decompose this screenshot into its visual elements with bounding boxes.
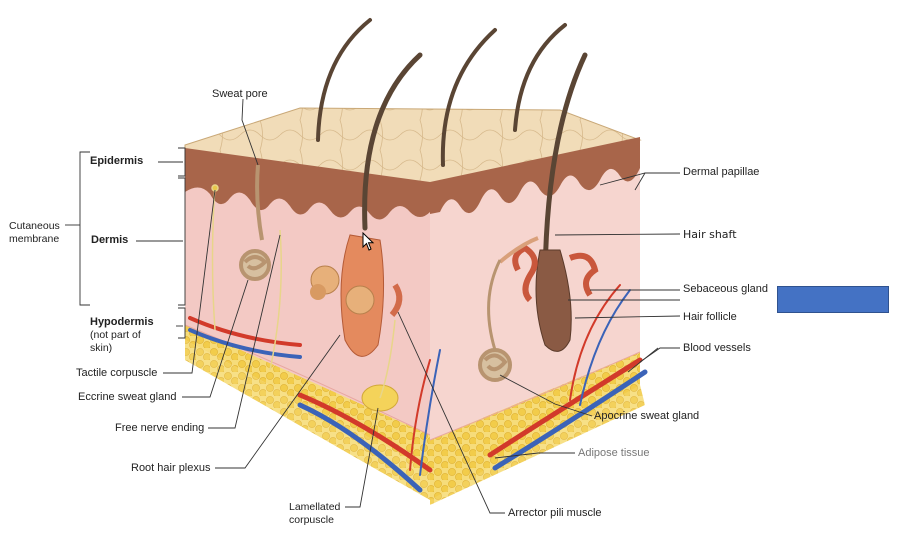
sweat-glands <box>239 164 512 382</box>
label-eccrine-sweat-gland: Eccrine sweat gland <box>78 391 177 403</box>
label-hypodermis: Hypodermis <box>90 316 154 328</box>
label-lamellated: Lamellated <box>289 501 341 513</box>
leader-lines <box>65 98 681 514</box>
label-apocrine-sweat-gland: Apocrine sweat gland <box>594 410 700 422</box>
label-adipose-tissue: Adipose tissue <box>578 447 650 459</box>
label-hair-shaft: Hair shaft <box>683 228 737 241</box>
label-free-nerve-ending: Free nerve ending <box>115 422 205 434</box>
label-hair-follicle: Hair follicle <box>683 311 737 323</box>
front-follicle <box>310 234 403 357</box>
side-follicle <box>498 236 599 352</box>
label-epidermis: Epidermis <box>90 155 144 167</box>
blood-vessels <box>188 284 648 493</box>
label-arrector-pili-muscle: Arrector pili muscle <box>508 507 602 519</box>
label-root-hair-plexus: Root hair plexus <box>131 462 211 474</box>
label-cutaneous: Cutaneous <box>9 220 60 232</box>
mouse-cursor-icon <box>362 231 376 252</box>
nerves <box>211 184 396 399</box>
label-sweat-pore: Sweat pore <box>212 88 268 100</box>
label-membrane: membrane <box>9 233 60 245</box>
label-sebaceous-gland: Sebaceous gland <box>683 283 769 295</box>
label-tactile-corpuscle: Tactile corpuscle <box>76 367 158 379</box>
label-corpuscle: corpuscle <box>289 514 334 526</box>
label-hypodermis-note-2: skin) <box>90 342 113 354</box>
blank-answer-box[interactable] <box>777 286 889 313</box>
label-blood-vessels: Blood vessels <box>683 342 751 354</box>
label-dermal-papillae: Dermal papillae <box>683 166 760 178</box>
label-hypodermis-note-1: (not part of <box>90 329 141 341</box>
label-dermis: Dermis <box>91 234 129 246</box>
